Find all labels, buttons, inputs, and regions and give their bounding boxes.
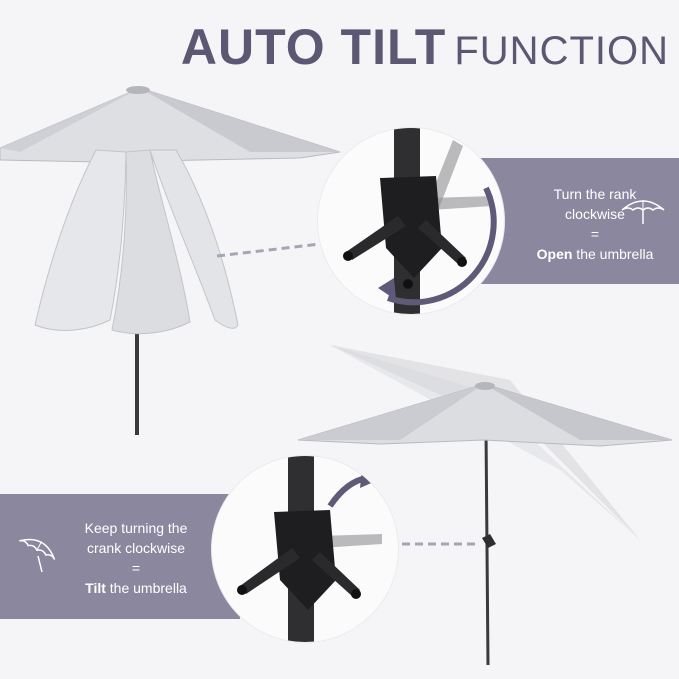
tilt-line-2: crank clockwise xyxy=(86,540,186,556)
crank-mechanism-tilt-illustration xyxy=(237,456,382,642)
title-light: FUNCTION xyxy=(454,29,669,73)
tilt-emphasis: Tilt xyxy=(85,580,106,596)
crank-detail-open xyxy=(318,128,504,314)
umbrella-icon xyxy=(621,200,665,224)
tilt-rest: the umbrella xyxy=(105,580,187,596)
tilt-line-1: Keep turning the xyxy=(84,520,188,536)
open-instruction-text: Turn the rank clockwise = Open the umbre… xyxy=(520,184,670,264)
crank-detail-tilt xyxy=(212,456,398,642)
open-emphasis: Open xyxy=(536,246,573,262)
title-bold: AUTO TILT xyxy=(180,19,447,75)
open-rest: the umbrella xyxy=(572,246,654,262)
closed-umbrella-illustration xyxy=(0,86,341,435)
open-line-1: Turn the rank xyxy=(553,186,637,202)
tilt-equals: = xyxy=(131,560,141,576)
tilt-instruction-panel: Keep turning the crank clockwise = Tilt … xyxy=(0,494,240,619)
open-equals: = xyxy=(590,226,600,242)
tilted-umbrella-icon xyxy=(19,538,56,573)
crank-mechanism-illustration xyxy=(343,128,497,314)
tilted-umbrella-illustration xyxy=(297,345,673,666)
tilt-instruction-text: Keep turning the crank clockwise = Tilt … xyxy=(66,518,206,598)
open-line-2: clockwise xyxy=(565,206,625,222)
